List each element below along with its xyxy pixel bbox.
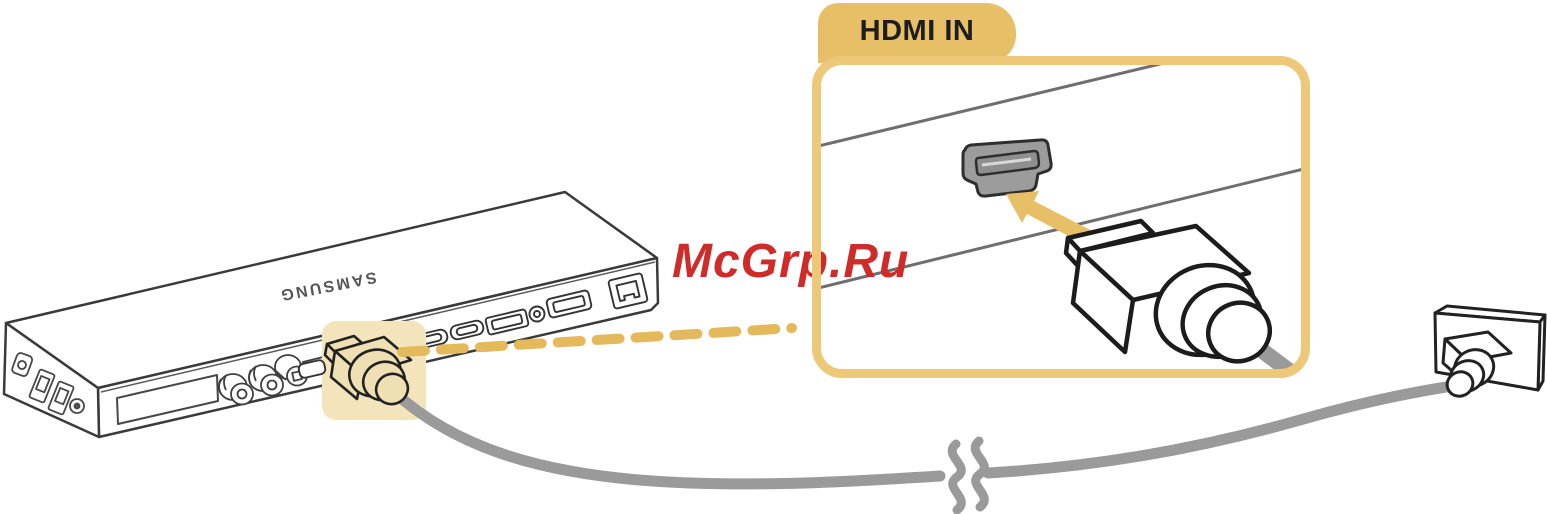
antenna-coax-icon — [248, 364, 284, 397]
hdmi-cable-right-segment — [982, 379, 1465, 479]
callout-tab: HDMI IN — [818, 3, 1016, 63]
cable-break-icon — [947, 436, 989, 514]
rear-port-row — [413, 272, 649, 350]
optical-audio-port-icon — [11, 352, 34, 377]
hdmi-plug-at-box — [323, 334, 413, 406]
wall-plate-connector — [1433, 304, 1547, 398]
insert-arrow-icon — [1006, 191, 1096, 247]
audio-jack-icon — [69, 398, 85, 414]
lan-ethernet-icon — [607, 272, 649, 310]
callout-tab-label: HDMI IN — [859, 14, 975, 47]
right-plug-ferrule-cap — [1445, 370, 1475, 398]
large-plug-ferrule-cap — [1206, 300, 1272, 364]
watermark-text: McGrp.Ru — [672, 235, 910, 288]
large-plug-body-front — [1070, 248, 1136, 355]
usb-port-icon — [47, 380, 75, 416]
dashed-callout-link — [397, 323, 797, 357]
usb-port-icon — [28, 368, 56, 404]
antenna-coax-icon — [218, 373, 254, 406]
audio-jack-icon — [528, 305, 546, 323]
displayport-icon — [484, 308, 530, 336]
hdmi-port-icon — [449, 319, 485, 341]
hdmi-socket-stub — [297, 359, 327, 379]
hdmi-plug-large — [1063, 218, 1272, 364]
ex-link-port-icon — [545, 289, 593, 319]
hdmi-cable-left-segment — [387, 385, 946, 490]
left-face-ports — [11, 352, 85, 416]
plug-ferrule-cap — [374, 372, 410, 406]
front-recess-panel — [116, 374, 219, 425]
hdmi-in-port-icon — [961, 138, 1053, 198]
